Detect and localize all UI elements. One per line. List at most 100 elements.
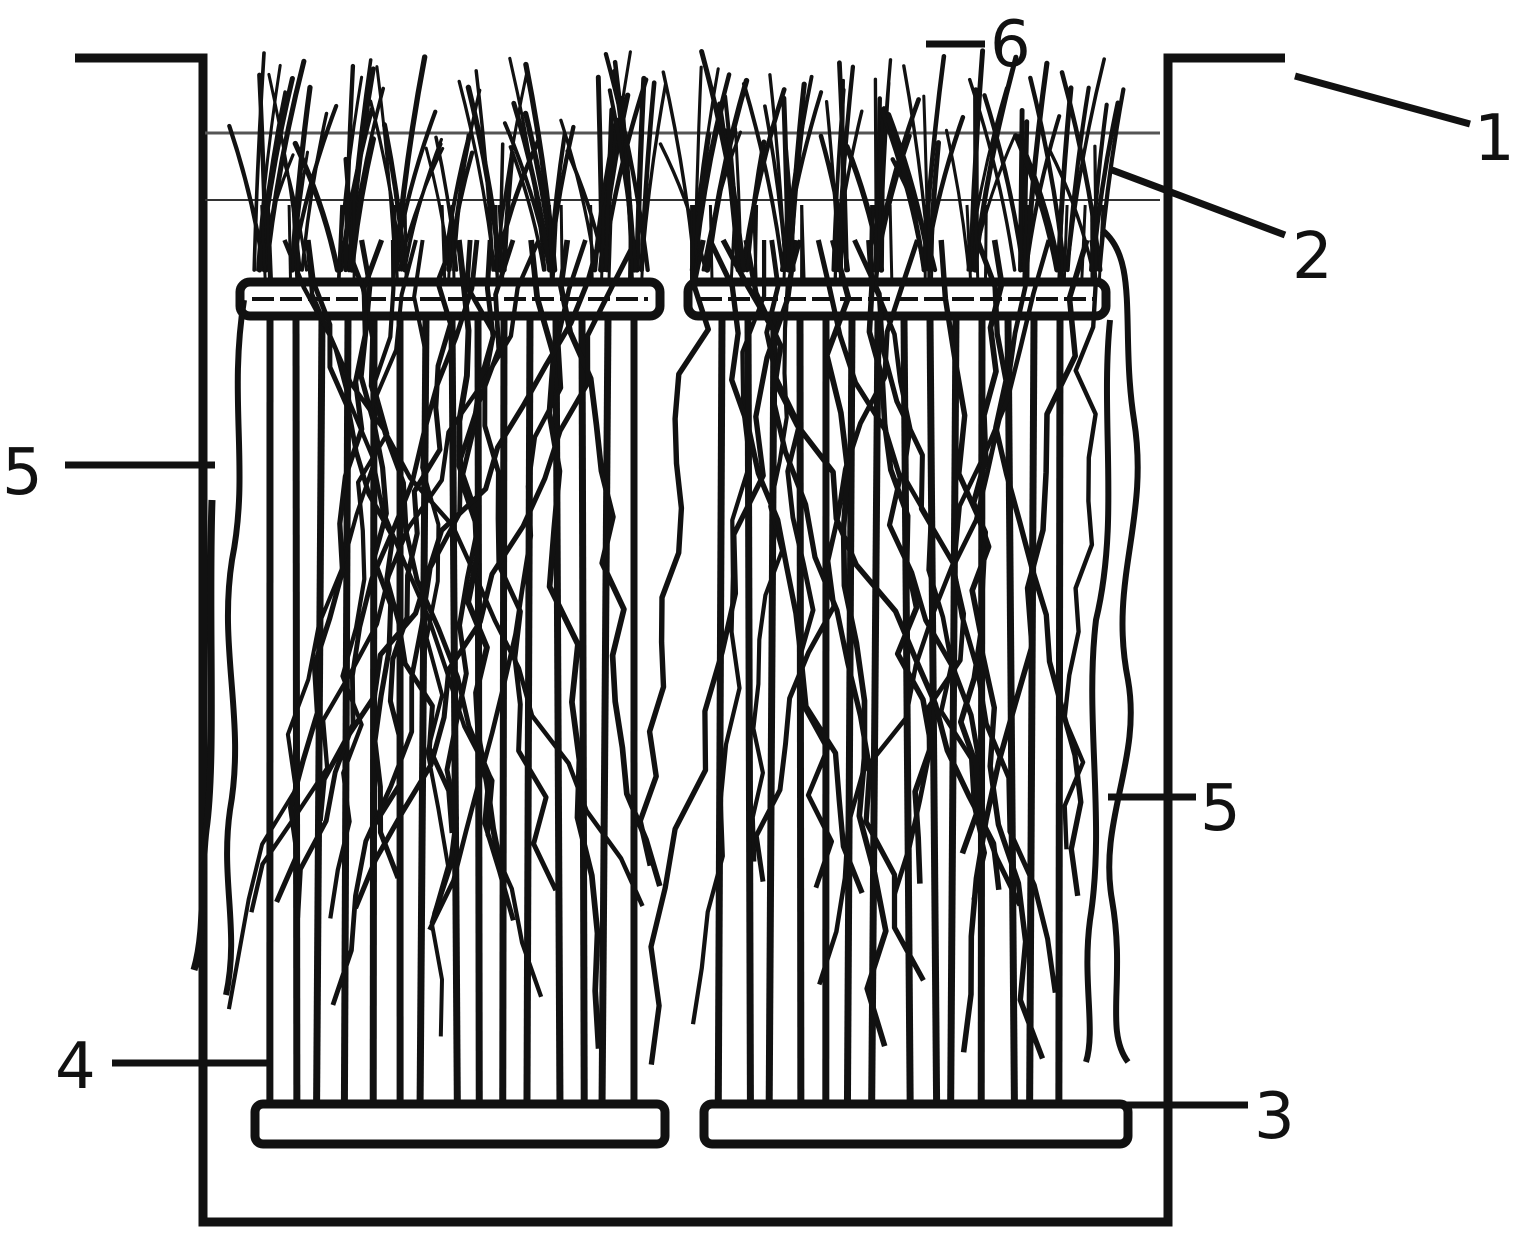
root-strand bbox=[353, 238, 639, 910]
root-strand bbox=[938, 239, 1046, 1060]
label-2: 2 bbox=[1292, 220, 1333, 294]
plant-blade bbox=[292, 140, 341, 273]
plant-blade bbox=[1093, 144, 1099, 272]
fiber-line bbox=[765, 317, 778, 1101]
plant-stem bbox=[1062, 204, 1069, 281]
root-strand bbox=[427, 239, 588, 931]
root-strand bbox=[295, 239, 480, 918]
plant-blade bbox=[1090, 100, 1121, 273]
fiber-line bbox=[1026, 317, 1038, 1101]
plant-stem bbox=[287, 204, 292, 281]
plant-stem bbox=[403, 204, 408, 281]
plant-stem bbox=[440, 204, 447, 281]
plant-stem bbox=[337, 204, 345, 281]
root-strand bbox=[872, 239, 988, 901]
plant-blade bbox=[493, 138, 541, 273]
outer-root-right bbox=[1100, 227, 1141, 1064]
plant-stem bbox=[1026, 204, 1031, 281]
plant-stem bbox=[888, 204, 894, 281]
plant-blade bbox=[511, 100, 552, 273]
root-strand bbox=[1062, 239, 1098, 850]
plant-blade bbox=[1018, 107, 1025, 273]
root-strand bbox=[637, 239, 712, 867]
plant-stem bbox=[1022, 204, 1029, 281]
root-strand bbox=[690, 240, 767, 1025]
plant-blade bbox=[424, 146, 452, 272]
plant-blade bbox=[257, 75, 295, 273]
plant-group bbox=[227, 48, 1126, 281]
plant-blade bbox=[347, 58, 373, 272]
plant-blade bbox=[818, 133, 851, 273]
root-strand bbox=[960, 239, 1090, 1053]
plant-stem bbox=[708, 204, 714, 281]
plant-stem bbox=[1097, 204, 1105, 281]
plant-blade bbox=[701, 130, 743, 272]
label-1: 1 bbox=[1474, 102, 1515, 176]
bottom-plate-left bbox=[250, 1099, 670, 1149]
plant-blade bbox=[699, 49, 747, 273]
plant-blade bbox=[875, 58, 893, 272]
root-strand bbox=[432, 239, 496, 916]
root-strand bbox=[249, 239, 541, 913]
plant-stem bbox=[600, 204, 606, 281]
plant-blade bbox=[252, 51, 266, 272]
plant-stem bbox=[559, 204, 564, 281]
plant-stem bbox=[447, 204, 454, 281]
plant-stem bbox=[984, 204, 988, 281]
leader-line-2 bbox=[1110, 166, 1287, 239]
plant-stem bbox=[640, 204, 647, 281]
plant-blade bbox=[982, 93, 1026, 273]
plant-stem bbox=[690, 204, 696, 281]
root-strand bbox=[342, 239, 516, 922]
root-strand bbox=[817, 239, 1051, 986]
fiber-line bbox=[947, 317, 960, 1101]
plant-stem bbox=[1059, 204, 1064, 281]
plant-stem bbox=[627, 204, 634, 281]
root-strand bbox=[957, 239, 1005, 855]
fiber-line bbox=[926, 317, 941, 1101]
root-strand bbox=[823, 239, 889, 1048]
plant-stem bbox=[295, 204, 301, 281]
plant-blade bbox=[689, 72, 732, 273]
plant-blade bbox=[257, 72, 269, 273]
outer-root-left bbox=[223, 299, 247, 996]
root-system bbox=[226, 238, 1098, 1065]
root-strand bbox=[330, 239, 516, 1006]
label-5-right: 5 bbox=[1200, 772, 1241, 846]
label-4: 4 bbox=[55, 1030, 96, 1104]
plant-stem bbox=[291, 204, 299, 281]
fiber-line bbox=[868, 317, 882, 1101]
plant-stem bbox=[973, 204, 980, 281]
fiber-line bbox=[714, 317, 726, 1101]
plant-blade bbox=[434, 135, 459, 272]
plant-blade bbox=[474, 69, 495, 272]
plant-stem bbox=[838, 204, 844, 281]
plant-stem bbox=[833, 204, 838, 281]
label-6: 6 bbox=[990, 8, 1031, 82]
fiber-line bbox=[598, 317, 612, 1101]
label-5-left: 5 bbox=[2, 436, 43, 510]
plant-blade bbox=[501, 150, 515, 273]
plant-blade bbox=[872, 106, 887, 273]
label-3: 3 bbox=[1254, 1080, 1295, 1154]
plant-blade bbox=[289, 84, 313, 273]
outer-root-left-2 bbox=[190, 499, 216, 972]
plant-stem bbox=[930, 204, 935, 281]
root-strand bbox=[226, 239, 418, 1010]
plant-stem bbox=[753, 204, 759, 281]
plant-stem bbox=[392, 204, 399, 281]
plant-blade bbox=[967, 77, 1017, 272]
plant-blade bbox=[1013, 133, 1060, 273]
root-strand bbox=[743, 239, 926, 982]
plant-blade bbox=[343, 63, 356, 273]
fiber-line bbox=[448, 317, 461, 1101]
tank-outline bbox=[75, 53, 1285, 1227]
root-strand bbox=[528, 239, 602, 1049]
plant-blade bbox=[256, 63, 282, 272]
root-strand bbox=[328, 239, 396, 919]
plant-stem bbox=[260, 204, 267, 281]
root-strand bbox=[558, 239, 663, 887]
root-strand bbox=[707, 238, 865, 894]
plant-stem bbox=[729, 204, 737, 281]
